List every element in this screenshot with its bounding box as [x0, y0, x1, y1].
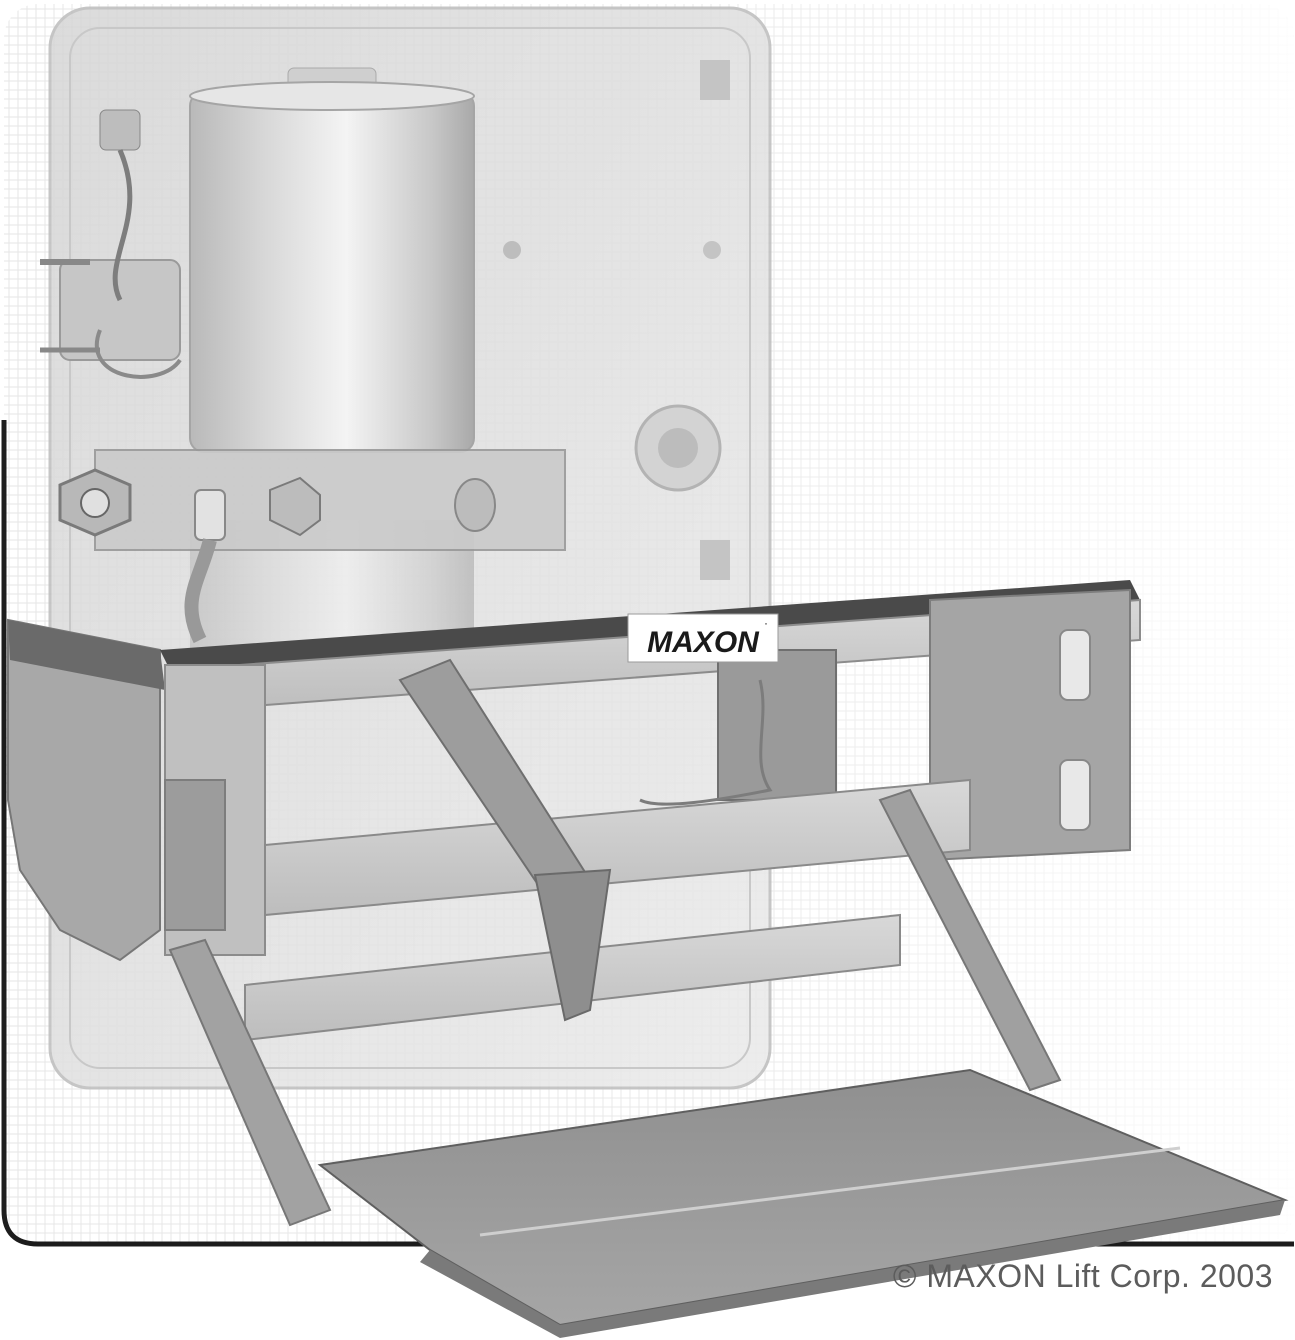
solenoid-assembly: [40, 109, 182, 379]
pump-motor-cylinder: [189, 67, 475, 680]
copyright-notice: © MAXON Lift Corp. 2003: [892, 1258, 1273, 1294]
valve-manifold: [58, 449, 566, 644]
liftgate-platform: [317, 1068, 1289, 1338]
maxon-logo-mark: ·: [764, 616, 768, 630]
maxon-logo-text: MAXON: [647, 626, 760, 659]
maxon-nameplate: MAXON ·: [627, 613, 779, 663]
liftgate-side-plate: [7, 618, 165, 962]
